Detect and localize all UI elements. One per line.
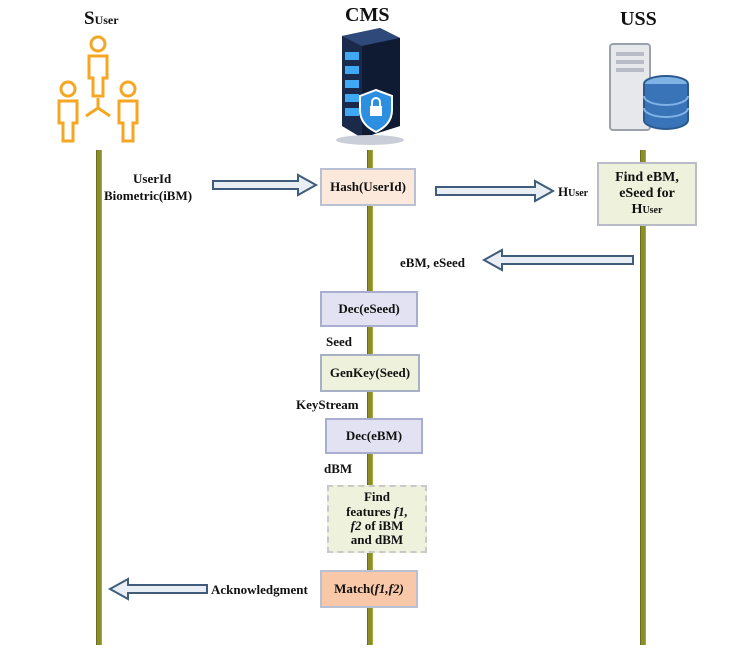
- arrow-uss-to-cms: [481, 248, 634, 272]
- user-actor-title: SUser: [84, 8, 119, 29]
- uss-actor-title: USS: [620, 8, 657, 30]
- uss-lifeline: [640, 150, 646, 645]
- arrow-cms-to-uss: [435, 179, 556, 203]
- dbm-label: dBM: [324, 461, 353, 476]
- userid-label: UserId: [133, 171, 172, 186]
- arrow-cms-to-user: [107, 577, 208, 601]
- find-features-box: Find features f1, f2 of iBM and dBM: [327, 485, 427, 553]
- seed-label: Seed: [326, 334, 352, 349]
- match-box: Match(f1,f2): [320, 570, 418, 608]
- user-group-icon: [57, 35, 139, 143]
- acknowledgment-label: Acknowledgment: [211, 582, 308, 597]
- ebm-eseed-label: eBM, eSeed: [400, 255, 465, 270]
- database-server-icon: [609, 43, 689, 131]
- dec-ebm-box: Dec(eBM): [325, 418, 423, 454]
- user-lifeline: [96, 150, 102, 645]
- keystream-label: KeyStream: [296, 397, 359, 412]
- h-user-label: HUser: [558, 184, 589, 199]
- arrow-user-to-cms: [212, 173, 319, 197]
- cms-lifeline: [367, 150, 373, 645]
- hash-userid-box: Hash(UserId): [320, 168, 416, 206]
- dec-eseed-box: Dec(eSeed): [320, 291, 418, 327]
- server-shield-icon: [336, 28, 404, 145]
- biometric-label: Biometric(iBM): [104, 188, 193, 203]
- find-ebm-box: Find eBM, eSeed for HUser: [597, 162, 697, 226]
- cms-actor-title: CMS: [345, 4, 390, 26]
- genkey-seed-box: GenKey(Seed): [320, 354, 420, 392]
